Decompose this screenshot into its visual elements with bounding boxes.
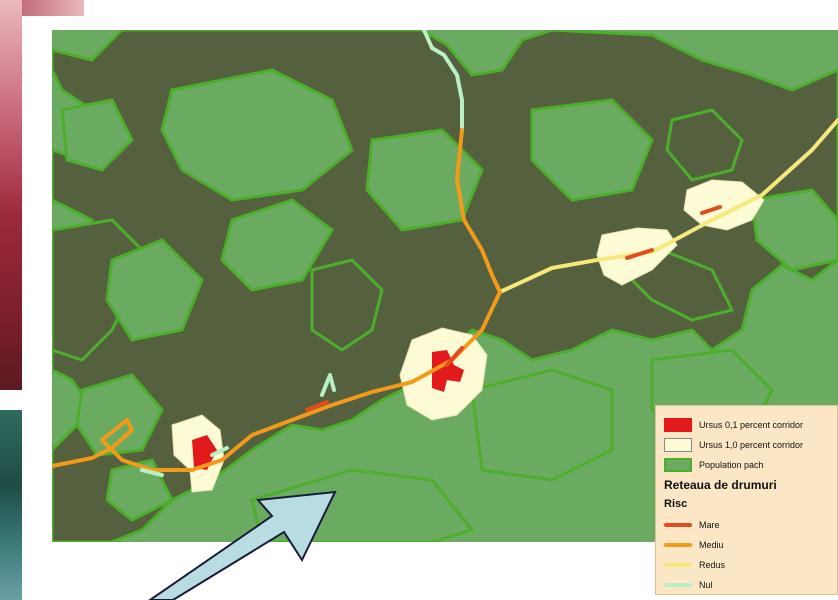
legend-label: Ursus 0,1 percent corridor bbox=[699, 420, 804, 430]
pointer-arrow-shape bbox=[148, 490, 337, 600]
road-nul-west-2 bbox=[210, 446, 229, 457]
landscape-patch-northeast bbox=[665, 108, 744, 182]
corridor-core-central bbox=[432, 350, 464, 392]
population-patch-north bbox=[160, 68, 354, 202]
road-redus-east bbox=[498, 118, 838, 294]
legend-swatch-red bbox=[664, 418, 692, 432]
map-canvas bbox=[52, 30, 838, 542]
road-mediu-north bbox=[455, 128, 502, 294]
corridor-core-west bbox=[192, 435, 217, 470]
legend-item: Population pach bbox=[664, 458, 764, 472]
population-patch-northwest bbox=[60, 98, 134, 172]
road-mare-segment-4 bbox=[700, 205, 722, 215]
legend-risk-item: Nul bbox=[664, 580, 713, 590]
legend-risk-label: Mediu bbox=[699, 540, 724, 550]
road-mediu-main bbox=[52, 290, 502, 472]
legend-risk-title: Risc bbox=[664, 498, 688, 510]
legend-risk-label: Nul bbox=[699, 580, 713, 590]
population-patches bbox=[60, 68, 838, 542]
legend-network-title: Reteaua de drumuri bbox=[664, 478, 777, 492]
legend-line-mare bbox=[664, 523, 692, 527]
population-patch-west bbox=[105, 238, 204, 342]
landscape-patch-center bbox=[310, 258, 384, 352]
legend-label: Ursus 1,0 percent corridor bbox=[699, 440, 804, 450]
population-patch-east bbox=[530, 98, 654, 202]
road-nul-west-1 bbox=[140, 468, 164, 477]
population-patch-southeast bbox=[750, 188, 838, 272]
legend-line-nul bbox=[664, 583, 692, 587]
photo-strip-bottom bbox=[0, 410, 22, 600]
corridor-map[interactable] bbox=[52, 30, 838, 542]
population-patch-southwest bbox=[75, 373, 164, 457]
legend-swatch-green bbox=[664, 458, 692, 472]
road-mare-segment-3 bbox=[625, 248, 654, 260]
map-legend: Ursus 0,1 percent corridor Ursus 1,0 per… bbox=[655, 405, 838, 595]
legend-risk-label: Redus bbox=[699, 560, 726, 570]
road-nul-spur bbox=[320, 373, 336, 397]
corridor-0-1-percent bbox=[192, 350, 464, 470]
legend-item: Ursus 0,1 percent corridor bbox=[664, 418, 803, 432]
legend-line-redus bbox=[664, 563, 692, 567]
population-patch-southern bbox=[470, 368, 614, 482]
legend-line-mediu bbox=[664, 543, 692, 547]
legend-swatch-cream bbox=[664, 438, 692, 452]
legend-risk-item: Mare bbox=[664, 520, 720, 530]
legend-label: Population pach bbox=[699, 460, 764, 470]
legend-risk-item: Redus bbox=[664, 560, 725, 570]
legend-risk-label: Mare bbox=[699, 520, 720, 530]
legend-risk-item: Mediu bbox=[664, 540, 724, 550]
road-mare-segment-1 bbox=[305, 400, 329, 412]
corridor-zone-northeast bbox=[683, 179, 765, 231]
population-patch-center bbox=[220, 198, 334, 292]
road-mare-segment-2 bbox=[445, 346, 464, 367]
legend-item: Ursus 1,0 percent corridor bbox=[664, 438, 803, 452]
photo-strip-top-edge bbox=[22, 0, 84, 16]
road-network bbox=[52, 30, 838, 477]
photo-strip-top bbox=[0, 0, 22, 390]
road-nul-north bbox=[422, 30, 464, 132]
